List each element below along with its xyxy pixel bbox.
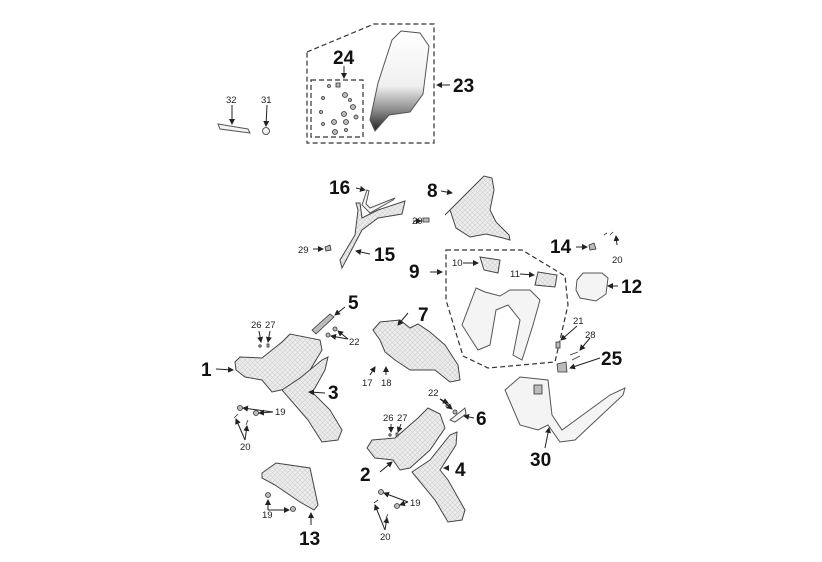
left-panels	[215, 306, 349, 443]
callout-1: 1	[201, 360, 212, 381]
bolt-21	[555, 341, 561, 349]
lower-cover-13	[261, 462, 319, 525]
callout-8: 8	[427, 181, 438, 202]
callout-31: 31	[261, 95, 272, 106]
callout-20-right: 20	[612, 255, 623, 266]
callout-15: 15	[374, 245, 396, 266]
callout-14: 14	[550, 237, 572, 258]
callout-22-lower: 22	[428, 388, 439, 399]
callout-21: 21	[573, 316, 584, 327]
callout-11: 11	[510, 269, 520, 280]
callout-24: 24	[333, 48, 355, 69]
lower-panels	[366, 398, 475, 531]
callout-2: 2	[360, 465, 371, 486]
callout-22-left: 22	[349, 337, 360, 348]
callout-4: 4	[455, 460, 466, 481]
clip-29	[324, 244, 332, 252]
center-panel-15-16	[313, 185, 406, 270]
callout-20-cover8: 20	[412, 216, 423, 227]
callout-27-left: 27	[265, 320, 276, 331]
callout-32: 32	[226, 95, 237, 106]
callout-28: 28	[585, 330, 596, 341]
callout-labels: 1 2 3 4 5 6 7 8 9 10 11 12 13 14 15 16 1…	[201, 48, 642, 550]
inner-panel-group-9	[430, 249, 569, 369]
group-23-outline	[306, 23, 435, 144]
callout-7: 7	[418, 305, 429, 326]
callout-13: 13	[299, 529, 320, 550]
windshield-group	[306, 23, 450, 144]
callout-27-lower: 27	[397, 413, 408, 424]
callout-18: 18	[381, 378, 392, 389]
lid-11-part	[534, 271, 558, 288]
callout-26-lower: 26	[383, 413, 394, 424]
callout-17: 17	[362, 378, 373, 389]
parts-21-25-28	[555, 325, 601, 373]
callout-19-cover: 19	[262, 510, 273, 521]
callout-23: 23	[453, 76, 474, 97]
box-7-part	[372, 319, 461, 383]
panel-2-part	[366, 407, 446, 471]
parts-12-14	[575, 231, 620, 302]
bracket-25	[556, 361, 568, 373]
callout-6: 6	[476, 409, 487, 430]
bracket-5	[311, 313, 335, 335]
trim-6-part	[449, 407, 467, 423]
callout-10: 10	[452, 258, 463, 269]
callout-25: 25	[601, 349, 623, 370]
floor-cover-30	[504, 376, 626, 449]
upper-cover-8	[413, 175, 511, 241]
group-9-outline	[445, 249, 569, 369]
callout-9: 9	[409, 262, 420, 283]
callout-5: 5	[348, 293, 359, 314]
callout-19-left: 19	[275, 407, 286, 418]
cover-30-part	[504, 376, 626, 443]
windshield-part	[369, 30, 430, 132]
clip-14	[588, 242, 597, 251]
group-24-outline	[310, 79, 364, 138]
cap-part	[262, 127, 270, 135]
cover-12-part	[575, 272, 609, 302]
cover-8-part	[444, 175, 511, 241]
callout-3: 3	[328, 383, 339, 404]
callout-12: 12	[621, 277, 642, 298]
trim-16-part	[361, 189, 396, 214]
panel-15-part	[339, 200, 406, 270]
windshield-hardware	[319, 82, 359, 135]
callout-20-lower: 20	[380, 532, 391, 543]
inner-box-7	[369, 312, 461, 383]
callout-30: 30	[530, 450, 551, 471]
cover-13-part	[261, 462, 319, 511]
callout-26-left: 26	[251, 320, 262, 331]
lid-10-part	[479, 256, 501, 274]
inner-panel-9-part	[461, 287, 541, 361]
panel-4-part	[411, 431, 466, 523]
bracket-part	[217, 123, 251, 134]
callout-29: 29	[298, 245, 309, 256]
callout-19-lower: 19	[410, 498, 421, 509]
callout-16: 16	[329, 178, 350, 199]
bracket-32-and-cap-31	[217, 104, 270, 135]
callout-20-left: 20	[240, 442, 251, 453]
